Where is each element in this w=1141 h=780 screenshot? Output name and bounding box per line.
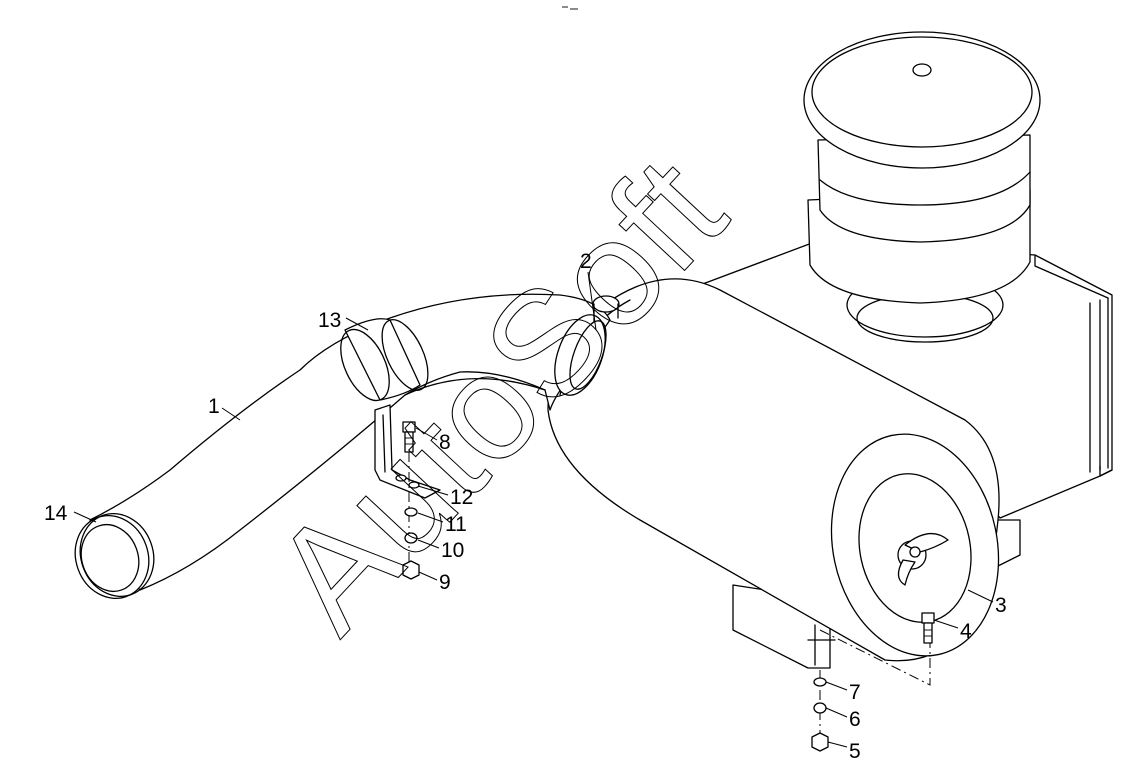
- washer-10-icon: [404, 532, 418, 544]
- callout-leaders: [73, 271, 994, 748]
- callout-12: 12: [450, 486, 473, 509]
- callout-11: 11: [445, 513, 467, 536]
- callout-3: 3: [995, 594, 1007, 617]
- callout-14: 14: [44, 502, 68, 525]
- top-mark: [562, 6, 578, 10]
- filter-housing: [547, 239, 1113, 686]
- washer-11-icon: [404, 507, 418, 517]
- hose-bracket: [374, 404, 441, 499]
- precleaner-cap: [803, 31, 1041, 343]
- callout-8: 8: [439, 431, 451, 454]
- callout-labels: 1 2 3 4 5 6 7 8 9 10 11 12 13 14: [44, 250, 1007, 763]
- intake-hose: [74, 293, 620, 599]
- callout-10: 10: [441, 539, 464, 562]
- callout-9: 9: [439, 571, 451, 594]
- nut-9-icon: [402, 560, 420, 580]
- callout-2: 2: [580, 250, 592, 273]
- washer-6-icon: [813, 702, 827, 714]
- wing-nut-icon: [897, 533, 949, 586]
- callout-5: 5: [849, 740, 861, 763]
- callout-13: 13: [318, 309, 341, 332]
- callout-7: 7: [849, 681, 861, 704]
- callout-4: 4: [960, 620, 972, 643]
- nut-5-icon: [811, 732, 829, 752]
- bolt-8-icon: [402, 421, 416, 453]
- washer-7-icon: [813, 677, 827, 687]
- bolt-4-icon: [921, 612, 935, 644]
- callout-6: 6: [849, 708, 861, 731]
- callout-1: 1: [208, 395, 220, 418]
